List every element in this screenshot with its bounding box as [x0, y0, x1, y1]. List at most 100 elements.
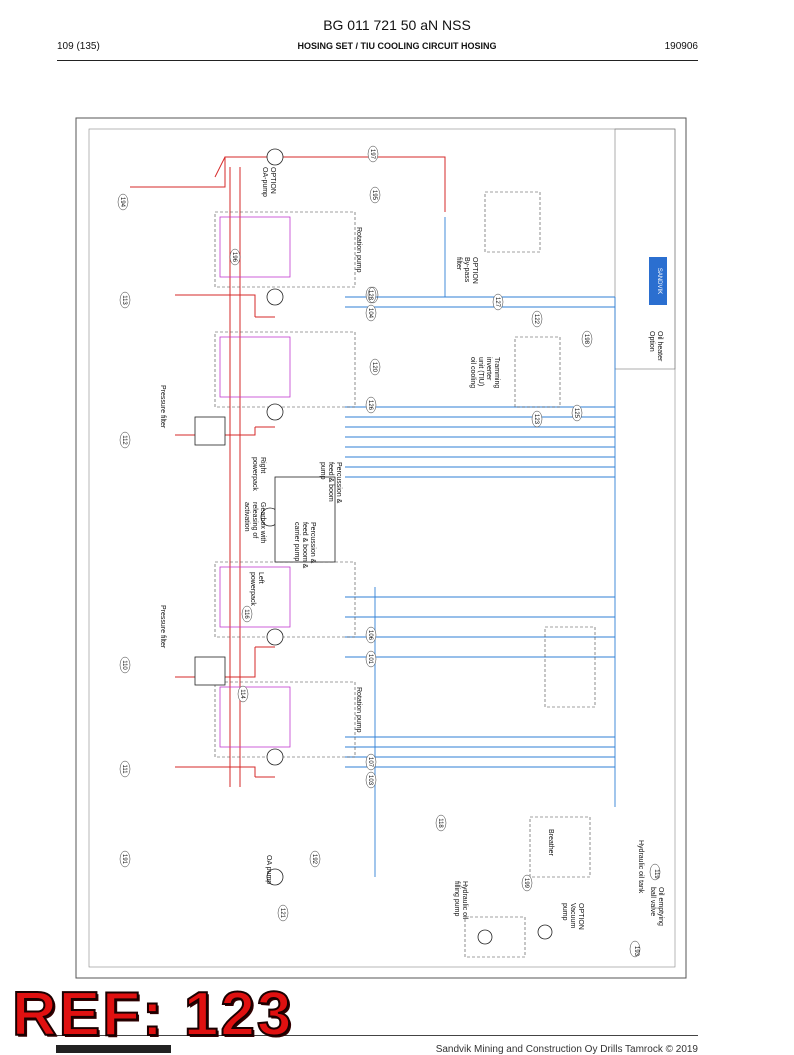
svg-text:128: 128	[367, 290, 373, 301]
blue-return-lines	[345, 217, 616, 877]
svg-text:195: 195	[371, 190, 377, 201]
outer-frame	[75, 117, 687, 979]
component-labels: OPTIONOA-pump Rotation pump Rightpowerpa…	[159, 167, 664, 930]
callout-125: 125	[571, 404, 583, 422]
label-tramming: Tramminginverterunit (TIU)oil cooling	[469, 357, 500, 388]
callout-123: 123	[531, 410, 543, 428]
callout-120: 120	[369, 358, 381, 376]
footer-copyright: Sandvik Mining and Construction Oy Drill…	[435, 1044, 698, 1055]
ref-stamp: REF: 123	[11, 980, 294, 1049]
pump-symbols	[194, 148, 553, 945]
svg-text:197: 197	[369, 149, 375, 160]
callout-121: 121	[277, 904, 289, 922]
svg-text:103: 103	[367, 775, 373, 786]
document-title: BG 011 721 50 aN NSS	[323, 17, 471, 33]
callout-118: 118	[435, 814, 447, 832]
callout-101: 101	[365, 650, 377, 668]
label-oa-pump-bottom: OA pump	[265, 855, 272, 884]
callout-107: 107	[365, 753, 377, 771]
callout-194: 194	[117, 193, 129, 211]
callout-195: 195	[369, 186, 381, 204]
callout-110: 110	[119, 656, 131, 674]
svg-text:122: 122	[533, 314, 539, 325]
callout-113: 113	[119, 291, 131, 309]
brand-logo-text: SANDVIK	[656, 268, 662, 294]
sandvik-logo	[649, 257, 667, 305]
title-block	[614, 128, 676, 370]
svg-text:196: 196	[231, 252, 237, 263]
label-perc-carrier: Percussion &feed & boom &carrier pump	[293, 522, 316, 569]
callout-119: 119	[649, 863, 661, 881]
label-right-powerpack: Rightpowerpack	[251, 457, 266, 491]
callout-106: 106	[365, 626, 377, 644]
callout-127: 127	[492, 293, 504, 311]
svg-text:193: 193	[633, 946, 639, 957]
svg-text:126: 126	[367, 400, 373, 411]
callout-104: 104	[365, 304, 377, 322]
label-rotation-pump-bottom: Rotation pump	[355, 687, 362, 733]
label-gearbox: Gearbox withreleasing ofactivation	[243, 502, 266, 543]
section-title: HOSING SET / TIU COOLING CIRCUIT HOSING	[297, 41, 497, 51]
svg-text:199: 199	[523, 878, 529, 889]
svg-text:127: 127	[494, 297, 500, 308]
label-left-powerpack: Leftpowerpack	[249, 572, 264, 606]
magenta-valve-blocks	[219, 216, 291, 748]
page-number: 109 (135)	[57, 41, 100, 52]
callout-199: 199	[521, 874, 533, 892]
label-hydraulic-oil-tank: Hydraulic oil tank	[637, 840, 644, 894]
svg-text:121: 121	[279, 908, 285, 919]
callout-198: 198	[581, 330, 593, 348]
svg-text:116: 116	[243, 609, 249, 619]
header-rule	[57, 60, 698, 61]
callout-116: 116	[241, 605, 253, 623]
svg-text:110: 110	[121, 660, 127, 670]
hydraulic-schematic: SANDVIK	[75, 117, 687, 979]
svg-text:101: 101	[367, 654, 373, 665]
svg-text:119: 119	[653, 869, 659, 879]
footer-rule	[57, 1035, 698, 1036]
label-oil-heater: Oil heaterOption	[648, 331, 663, 362]
label-rotation-pump-top: Rotation pump	[355, 227, 362, 273]
svg-text:114: 114	[239, 689, 245, 699]
callout-103: 103	[365, 771, 377, 789]
svg-text:198: 198	[583, 334, 589, 345]
label-pressure-filter-top: Pressure filter	[159, 385, 166, 429]
callout-111: 111	[119, 760, 131, 778]
svg-text:107: 107	[367, 757, 373, 768]
callout-196: 196	[229, 248, 241, 266]
label-vacuum-pump: OPTIONVacuumpump	[561, 903, 584, 930]
callout-112: 112	[119, 431, 131, 449]
callout-126: 126	[365, 396, 377, 414]
callout-192: 192	[309, 850, 321, 868]
svg-text:111: 111	[121, 764, 127, 774]
callout-122: 122	[531, 310, 543, 328]
callout-197: 197	[367, 145, 379, 163]
svg-text:194: 194	[119, 197, 125, 208]
label-breather: Breather	[547, 829, 554, 857]
callout-bubbles: 194 195 197 196 113 120 128 127 104 108 …	[117, 145, 661, 958]
svg-text:118: 118	[437, 818, 443, 828]
svg-text:120: 120	[371, 362, 377, 373]
label-perc-feed-boom: Percussion &feed & boompump	[319, 462, 342, 504]
red-pressure-lines	[130, 156, 446, 787]
callout-108: 108	[367, 286, 379, 304]
svg-text:191: 191	[121, 854, 127, 865]
document-date: 190906	[664, 41, 698, 52]
label-oil-emptying: Oil emptyingball valve	[649, 887, 664, 926]
svg-text:104: 104	[367, 308, 373, 319]
svg-text:123: 123	[533, 414, 539, 425]
footer-logo	[56, 1045, 171, 1053]
callout-114: 114	[237, 685, 249, 703]
label-oa-pump-top: OPTIONOA-pump	[261, 167, 276, 197]
svg-text:112: 112	[121, 435, 127, 445]
callout-193: 193	[629, 940, 641, 958]
svg-text:106: 106	[367, 630, 373, 641]
label-pressure-filter-bottom: Pressure filter	[159, 605, 166, 649]
svg-text:192: 192	[311, 854, 317, 865]
callout-191: 191	[119, 850, 131, 868]
svg-text:125: 125	[573, 408, 579, 419]
label-hydraulic-oil-filling: Hydraulic oilfilling pump	[453, 881, 468, 920]
svg-text:113: 113	[121, 295, 127, 305]
label-bypass-filter: OPTIONBy-passfilter	[455, 257, 478, 284]
inner-frame	[88, 128, 676, 968]
